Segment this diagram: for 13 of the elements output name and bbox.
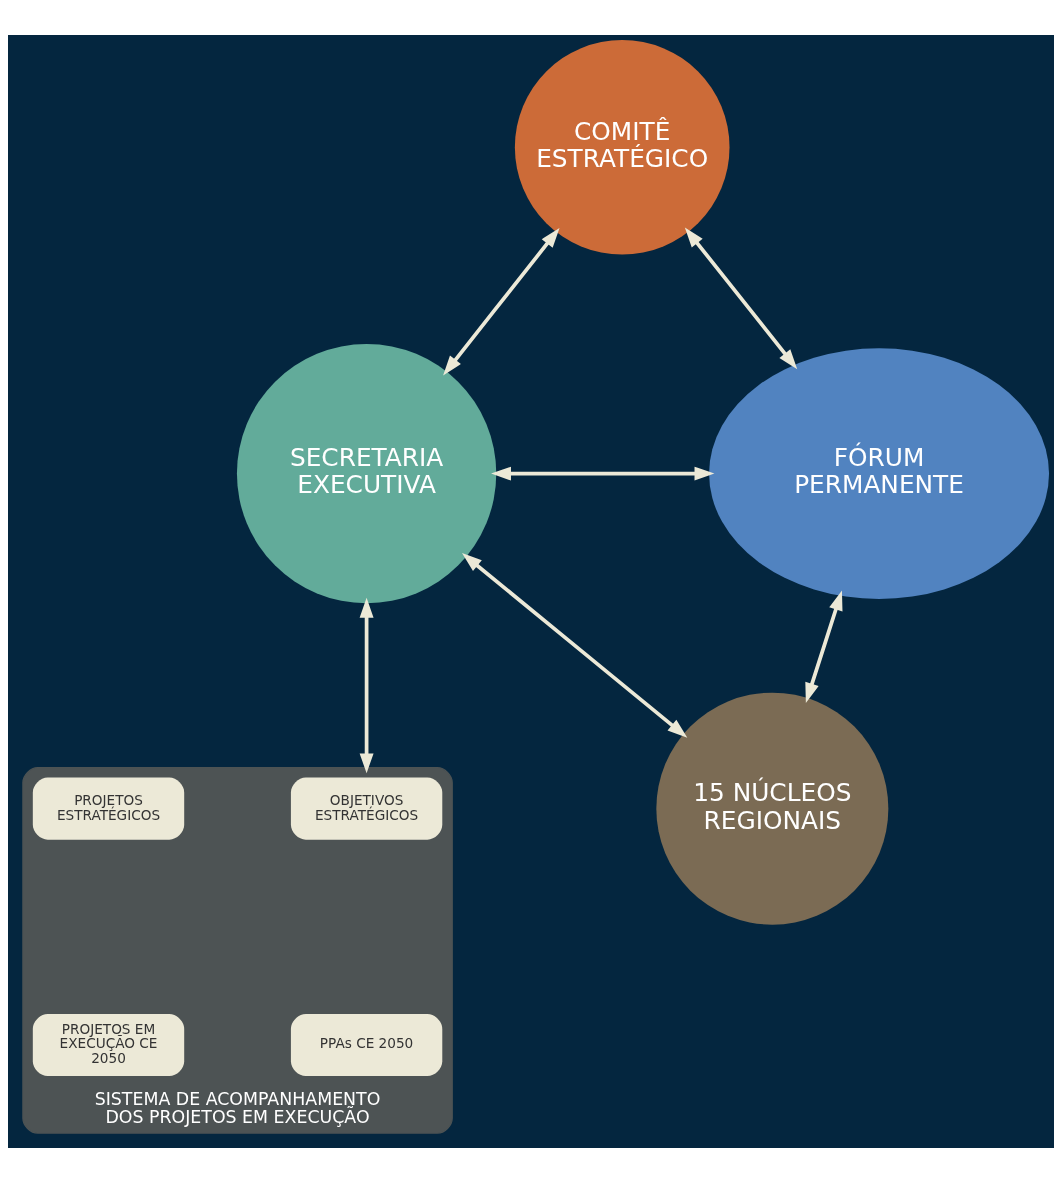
node-box: PPAs CE 2050 [290,1014,443,1077]
node-circle: COMITÊ ESTRATÉGICO [514,39,730,255]
node-box: OBJETIVOS ESTRATÉGICOS [290,777,443,840]
arrow [684,227,798,370]
node-box: PROJETOS ESTRATÉGICOS [32,777,185,840]
arrow [462,553,688,738]
arrow [805,590,843,703]
node-circle: 15 NÚCLEOS REGIONAIS [656,692,889,925]
arrow [443,227,560,376]
node-circle: SECRETARIA EXECUTIVA [236,343,497,604]
arrow [359,597,374,774]
node-box: PROJETOS EM EXECUÇÃO CE 2050 [32,1014,185,1077]
arrow [491,466,715,481]
